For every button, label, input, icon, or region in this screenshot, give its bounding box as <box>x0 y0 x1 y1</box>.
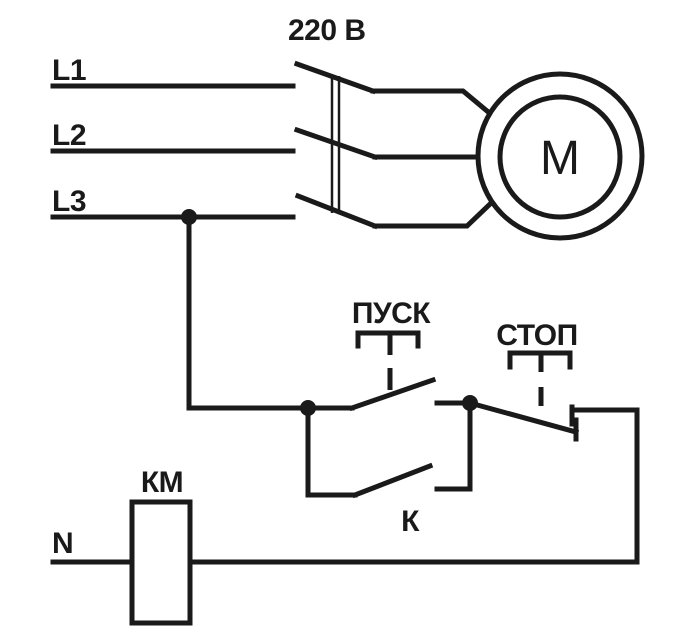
aux-contact-left-wire <box>305 405 358 498</box>
motor-feed-wire-l1 <box>370 88 491 115</box>
start-contact-blade <box>348 376 437 412</box>
control-supply-wire <box>186 214 355 411</box>
contactor-contact-l2 <box>293 126 379 161</box>
stop-button-symbol: СТОП <box>466 319 580 442</box>
stop-button-label: СТОП <box>496 319 577 352</box>
coil-and-neutral: N КМ <box>50 466 640 626</box>
stop-contact-blade <box>466 399 580 436</box>
control-circuit: ПУСК СТОП <box>50 214 640 626</box>
aux-contact-label: К <box>401 505 420 538</box>
contactor-contact-l3 <box>294 192 379 230</box>
start-button-symbol: ПУСК <box>348 297 475 412</box>
motor-inner-circle <box>497 94 623 220</box>
aux-contact-blade <box>351 462 434 499</box>
phase-l1-label: L1 <box>52 54 86 87</box>
motor-label: М <box>540 132 580 185</box>
start-button-label: ПУСК <box>352 297 431 330</box>
motor-feed-wire-l3 <box>372 201 493 229</box>
neutral-label: N <box>52 527 73 560</box>
contactor-contact-l1 <box>293 60 377 95</box>
aux-contact-right-wire <box>434 400 473 492</box>
contactor-coil-box <box>129 499 193 626</box>
motor-symbol: М <box>475 71 645 241</box>
aux-contact-symbol: К <box>305 400 473 538</box>
phase-l2-label: L2 <box>52 119 86 152</box>
power-circuit: 220 В L1 L2 L3 М <box>50 14 645 241</box>
control-return-wire <box>569 407 640 565</box>
phase-l3-label: L3 <box>52 185 86 218</box>
contactor-coil-label: КМ <box>141 466 183 499</box>
voltage-label: 220 В <box>288 14 366 47</box>
